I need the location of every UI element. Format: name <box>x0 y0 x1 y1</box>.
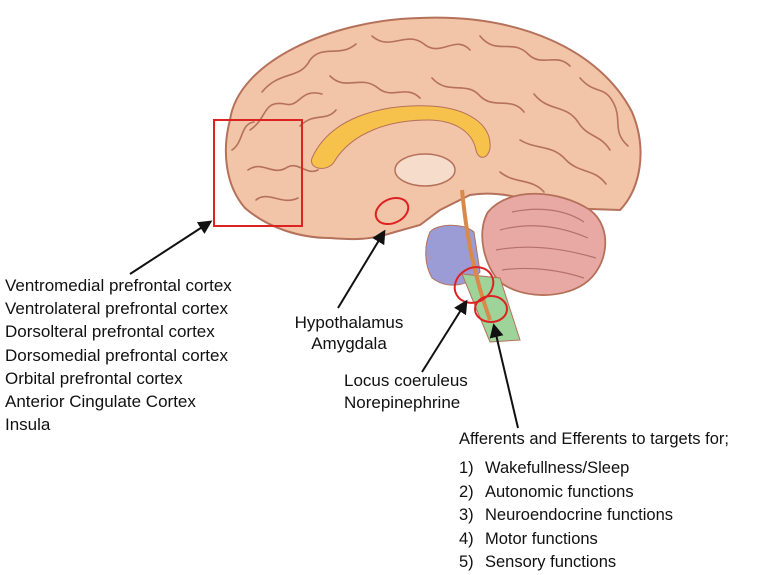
item-number: 4) <box>459 529 474 548</box>
gyri-folds <box>231 35 629 202</box>
hypothalamus-arrow <box>337 229 386 309</box>
list-item: 2) Autonomic functions <box>459 481 673 505</box>
list-item: Dorsomedial prefrontal cortex <box>5 345 228 365</box>
locus-tract <box>460 189 492 321</box>
item-text: Neuroendocrine functions <box>485 506 674 524</box>
item-text: Wakefullness/Sleep <box>485 459 630 477</box>
afferents-heading: Afferents and Efferents to targets for; <box>459 430 729 448</box>
locus-circle <box>453 266 495 304</box>
list-item: Insula <box>5 415 51 435</box>
norepinephrine-text: Norepinephrine <box>344 393 461 412</box>
list-item: 4) Motor functions <box>459 528 673 552</box>
item-number: 5) <box>459 553 474 571</box>
item-number: 3) <box>459 506 474 524</box>
hypothalamus-label: Hypothalamus Amygdala <box>290 312 408 354</box>
list-item: 1) Wakefullness/Sleep <box>459 457 673 481</box>
item-text: Motor functions <box>485 529 598 548</box>
list-item: Orbital prefrontal cortex <box>5 368 183 388</box>
thalamus <box>394 153 456 187</box>
amygdala-text: Amygdala <box>311 334 387 353</box>
item-text: Autonomic functions <box>485 482 634 501</box>
corpus-callosum <box>311 105 491 169</box>
locus-arrow <box>421 299 468 373</box>
cerebellum-folia <box>495 208 597 279</box>
medulla-circle <box>474 295 508 323</box>
item-text: Sensory functions <box>485 553 617 571</box>
pfc-arrow <box>129 220 213 275</box>
hypothalamus-circle <box>374 196 410 226</box>
list-item: 5) Sensory functions <box>459 551 673 575</box>
medulla-arrow <box>489 323 519 429</box>
prefrontal-region-list: Ventromedial prefrontal cortex Ventrolat… <box>5 274 232 436</box>
list-item: Dorsolteral prefrontal cortex <box>5 322 215 342</box>
item-number: 2) <box>459 482 474 501</box>
locus-coeruleus-label: Locus coeruleus Norepinephrine <box>344 370 468 414</box>
hypothalamus-text: Hypothalamus <box>294 313 404 332</box>
prefrontal-box <box>213 119 303 227</box>
locus-coeruleus-text: Locus coeruleus <box>344 371 468 390</box>
list-item: 3) Neuroendocrine functions <box>459 504 673 528</box>
list-item: Ventrolateral prefrontal cortex <box>5 299 229 319</box>
item-number: 1) <box>459 459 474 477</box>
list-item: Anterior Cingulate Cortex <box>5 392 196 412</box>
list-item: Ventromedial prefrontal cortex <box>5 276 232 295</box>
cerebellum <box>481 192 607 296</box>
function-list: 1) Wakefullness/Sleep 2) Autonomic functio… <box>459 457 673 575</box>
